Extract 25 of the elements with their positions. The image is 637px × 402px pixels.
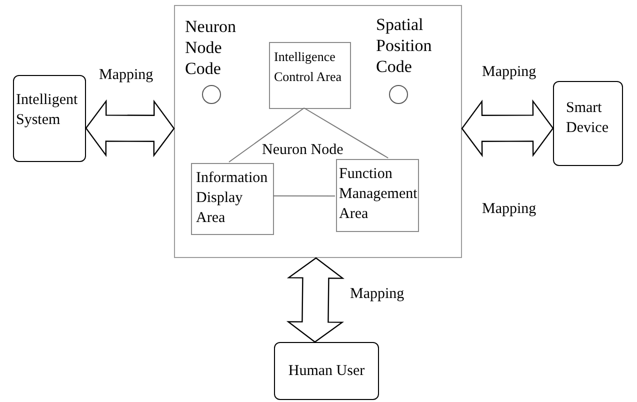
node-text: Smart Device: [566, 99, 610, 138]
edge-label: Mapping: [99, 66, 154, 84]
double-arrow: [461, 99, 554, 158]
code-label: Neuron Node Code: [185, 16, 237, 79]
node-text: Function Management Area: [339, 165, 416, 224]
connector-line: [304, 108, 389, 158]
edge-label: Mapping: [482, 63, 536, 81]
connector-line: [228, 108, 305, 162]
text-label: Mapping: [482, 200, 536, 218]
process-box: [274, 342, 379, 400]
process-box: [336, 159, 419, 232]
node-text: Human User: [288, 362, 365, 381]
double-arrow: [286, 257, 344, 343]
connector-line: [272, 195, 336, 196]
process-box: [191, 163, 274, 235]
code-label: Spatial Position Code: [376, 14, 433, 77]
outer-box: [174, 5, 462, 258]
process-box: [269, 42, 351, 109]
node-text: Information Display Area: [196, 169, 269, 228]
process-box: [553, 81, 623, 166]
edge-label: Mapping: [350, 285, 404, 303]
node-text: Intelligent System: [16, 91, 79, 130]
process-box: [13, 75, 86, 162]
double-arrow: [85, 99, 175, 158]
node-text: Intelligence Control Area: [274, 48, 343, 86]
